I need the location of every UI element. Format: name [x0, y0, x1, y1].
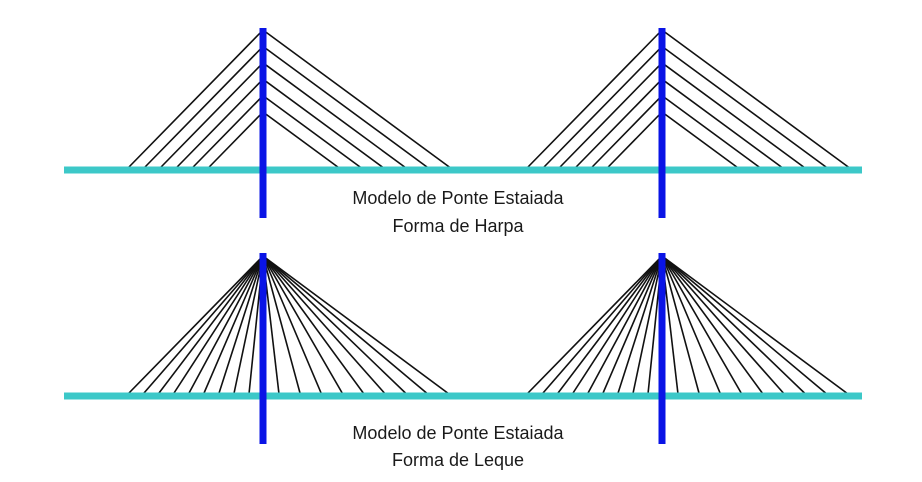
harp-cable — [574, 78, 663, 169]
harp-cable — [558, 62, 663, 169]
fan-cable — [601, 255, 663, 395]
fan-cable — [632, 255, 663, 395]
fan-cable — [217, 255, 264, 395]
fan-cable — [556, 255, 663, 395]
fan-cable — [262, 255, 450, 395]
fan-cable — [202, 255, 264, 395]
fan-cable — [127, 255, 264, 395]
harp-cable — [175, 78, 264, 169]
fan-cable — [172, 255, 264, 395]
fan-cable — [262, 255, 344, 395]
fan-cable — [661, 255, 722, 395]
fan-cable — [616, 255, 663, 395]
fan-cable — [526, 255, 663, 395]
fan-cables — [127, 255, 849, 395]
harp-caption-line1: Modelo de Ponte Estaiada — [352, 188, 564, 208]
harp-cable — [262, 111, 340, 169]
fan-cable — [157, 255, 264, 395]
fan-cable — [661, 255, 849, 395]
fan-caption-line1: Modelo de Ponte Estaiada — [352, 423, 564, 443]
harp-cable — [191, 95, 264, 169]
harp-cable — [661, 111, 739, 169]
harp-cable — [661, 94, 761, 169]
fan-cable — [661, 255, 764, 395]
fan-cable — [262, 255, 386, 395]
harp-cable — [661, 62, 806, 169]
harp-bridge: Modelo de Ponte Estaiada Forma de Harpa — [64, 28, 862, 236]
harp-cable — [262, 94, 362, 169]
fan-cable — [262, 255, 408, 395]
harp-cable — [661, 29, 851, 169]
fan-cable — [661, 255, 743, 395]
fan-cable — [661, 255, 701, 395]
harp-cable — [262, 78, 385, 169]
harp-cable — [262, 62, 407, 169]
harp-cable — [661, 78, 784, 169]
harp-cables — [127, 29, 851, 169]
harp-cable — [542, 45, 663, 169]
fan-cable — [661, 255, 785, 395]
harp-cable — [661, 45, 828, 169]
fan-cable — [661, 255, 828, 395]
harp-cable — [207, 111, 264, 169]
fan-cable — [571, 255, 663, 395]
harp-caption-line2: Forma de Harpa — [392, 216, 524, 236]
harp-cable — [526, 29, 663, 169]
fan-cable — [661, 255, 807, 395]
fan-cable — [262, 255, 429, 395]
harp-cable — [143, 45, 264, 169]
fan-cable — [142, 255, 264, 395]
harp-cable — [262, 29, 452, 169]
fan-cable — [262, 255, 302, 395]
harp-cable — [606, 111, 663, 169]
fan-cable — [262, 255, 323, 395]
fan-cable — [233, 255, 264, 395]
fan-cable — [541, 255, 663, 395]
harp-cable — [590, 95, 663, 169]
fan-bridge: Modelo de Ponte Estaiada Forma de Leque — [64, 253, 862, 470]
harp-cable — [159, 62, 264, 169]
fan-cable — [586, 255, 663, 395]
harp-cable — [262, 45, 429, 169]
fan-cable — [262, 255, 365, 395]
harp-cable — [127, 29, 264, 169]
fan-cable — [187, 255, 264, 395]
fan-caption-line2: Forma de Leque — [392, 450, 524, 470]
